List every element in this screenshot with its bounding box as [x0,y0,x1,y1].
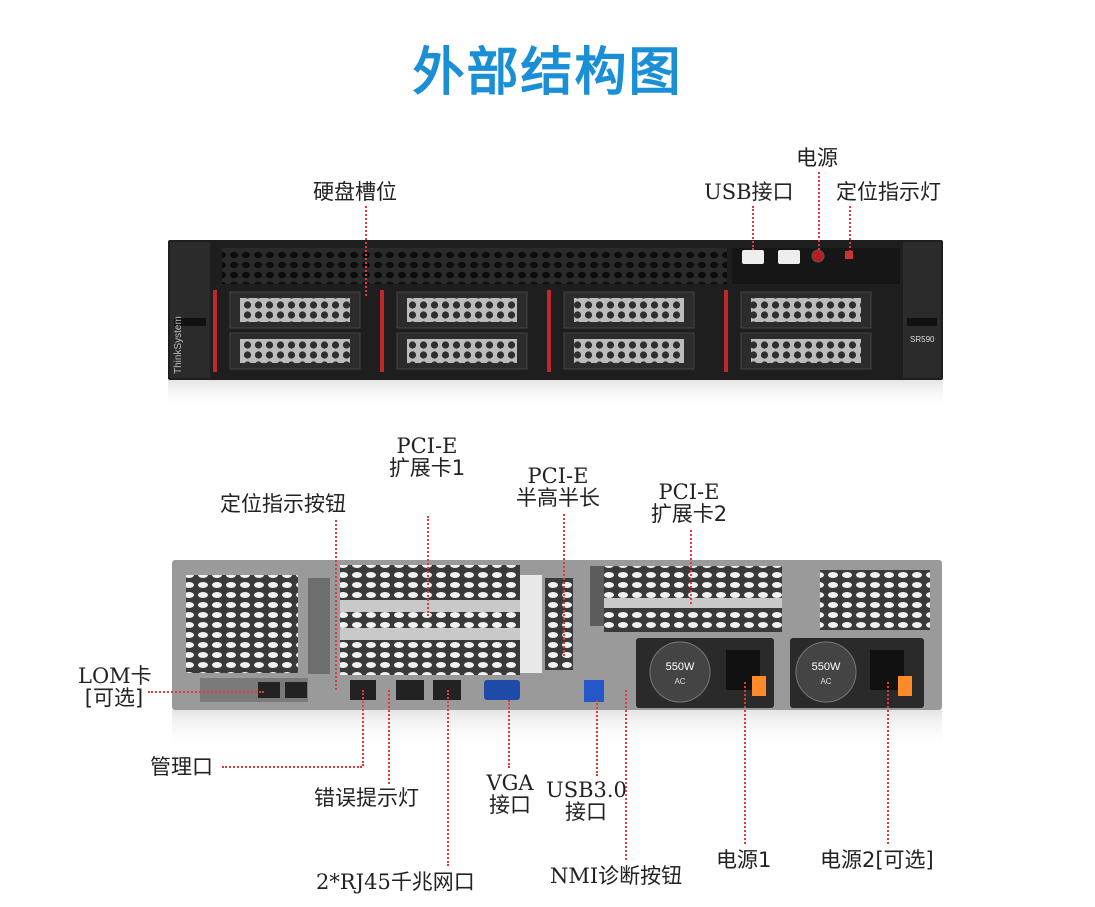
leader-mgmt-v [362,690,364,766]
label-lom-line1: LOM卡 [78,664,152,688]
label-pcie-half-line2: 半高半长 [516,486,600,510]
leader-usb-front [752,206,754,250]
label-usb3-line2: 接口 [565,800,607,824]
leader-vga [508,700,510,768]
leader-locator-led [849,206,851,252]
label-pcie1-line2: 扩展卡1 [388,456,466,480]
label-power-button: 电源 [796,146,838,170]
leader-error-led [388,690,390,784]
label-pcie1-line1: PCI-E [396,434,458,458]
page-title: 外部结构图 [412,43,683,103]
label-locator-led: 定位指示灯 [836,180,941,204]
psu2-rating: 550W [812,661,841,673]
leader-locator-button [335,520,337,690]
leader-psu1 [744,682,746,844]
leader-power [818,172,820,250]
front-brand: ThinkSystem [173,316,184,374]
leader-nmi [625,690,627,860]
leader-pcie1 [427,516,429,616]
label-lom-line2: [可选] [84,686,144,710]
leader-drive-bays [365,206,367,296]
leader-rj45 [447,690,449,866]
leader-pcie2 [690,530,692,604]
label-vga-line1: VGA [486,771,534,795]
label-rj45: 2*RJ45千兆网口 [316,870,475,894]
drive-bays [213,290,872,372]
psu2-type: AC [820,677,831,686]
label-pcie2-line1: PCI-E [658,480,720,504]
leader-usb3 [596,700,598,776]
label-mgmt-port: 管理口 [150,755,213,779]
label-usb-front: USB接口 [704,180,794,204]
label-error-led: 错误提示灯 [314,786,419,810]
leader-psu2 [887,682,889,844]
leader-mgmt-h [222,766,362,768]
leader-pcie-half [563,514,565,656]
rear-panel: 550W AC 550W AC [172,560,942,750]
label-pcie-half-line1: PCI-E [527,464,589,488]
label-vga-line2: 接口 [489,793,531,817]
label-locator-button: 定位指示按钮 [220,492,346,516]
leader-lom [148,691,264,693]
label-psu2: 电源2[可选] [820,848,934,872]
psu1-rating: 550W [666,661,695,673]
front-model: SR590 [910,335,935,344]
label-drive-bays: 硬盘槽位 [313,180,397,204]
label-usb3-line1: USB3.0 [546,778,627,802]
psu1-type: AC [674,677,685,686]
front-panel: ThinkSystem SR590 [168,240,943,410]
label-psu1: 电源1 [716,848,772,872]
label-pcie2-line2: 扩展卡2 [650,502,728,526]
label-nmi: NMI诊断按钮 [550,864,683,888]
